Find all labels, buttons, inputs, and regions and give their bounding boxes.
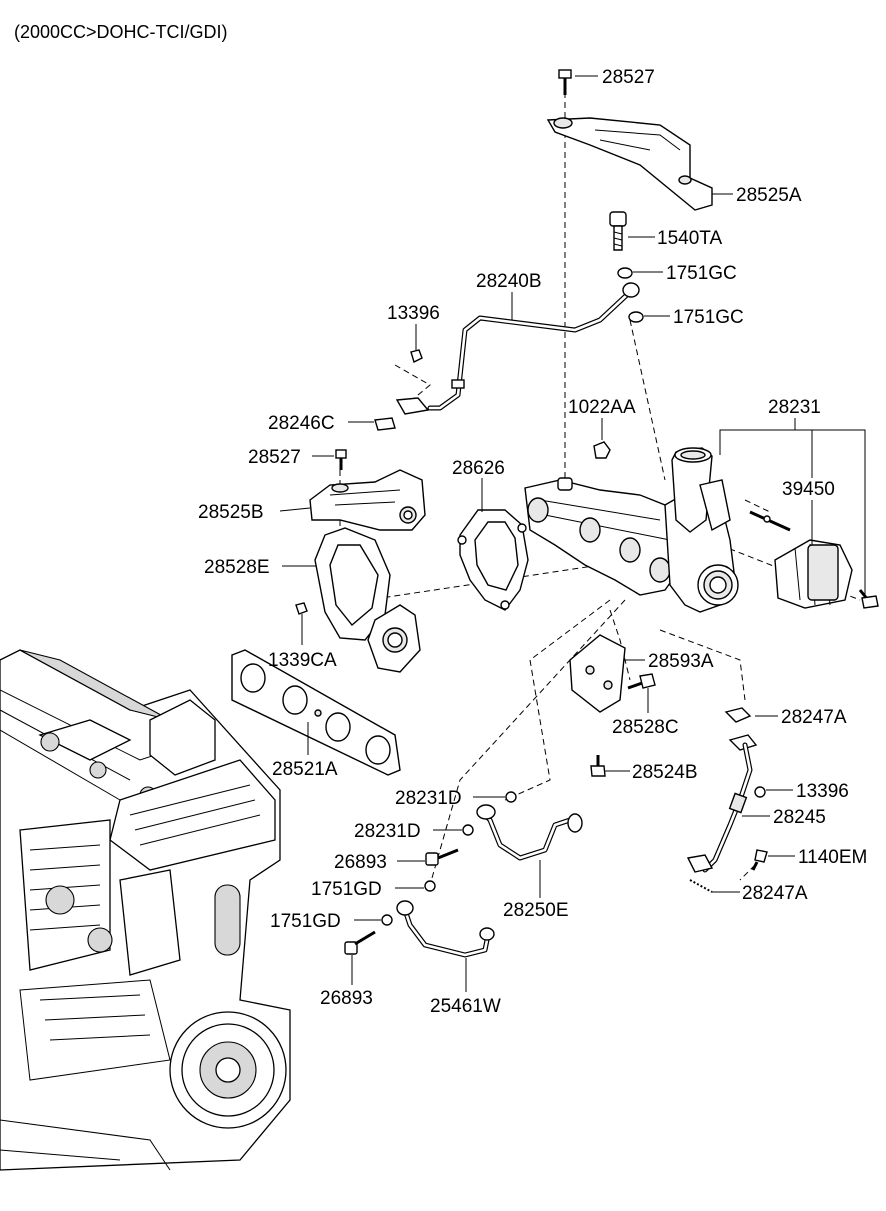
heat-shield-upper (546, 117, 713, 211)
nut-13396-lower (754, 786, 766, 798)
nut-1022AA (593, 441, 611, 459)
bolt-28527-mid (335, 449, 347, 470)
label-1339CA[interactable]: 1339CA (268, 650, 337, 671)
manifold-flange (367, 604, 421, 673)
label-1751GD-lower[interactable]: 1751GD (270, 911, 341, 932)
diagram-title: (2000CC>DOHC-TCI/GDI) (14, 22, 228, 42)
label-26893-lower[interactable]: 26893 (320, 988, 373, 1009)
label-26893-upper[interactable]: 26893 (334, 852, 387, 873)
label-28240B[interactable]: 28240B (476, 271, 542, 292)
label-28247A-upper[interactable]: 28247A (781, 707, 847, 728)
label-1140EM[interactable]: 1140EM (798, 847, 867, 868)
bolt-1140EM (751, 849, 768, 871)
manifold-gasket-28521A (231, 649, 401, 776)
nut-13396-upper (410, 349, 423, 363)
washer-28231D-upper (505, 791, 517, 803)
label-28527-top[interactable]: 28527 (602, 67, 655, 88)
leader-lines (279, 75, 866, 992)
clip-28246C (374, 417, 396, 431)
label-28521A[interactable]: 28521A (272, 759, 338, 780)
nut-1339CA (295, 602, 308, 615)
part-labels: 28527 28525A 1540TA 1751GC 1751GC 28240B… (198, 67, 867, 1017)
banjo-bolt-1540TA (609, 211, 627, 251)
water-pipe-28250E (476, 804, 583, 861)
engine-block (0, 649, 291, 1171)
label-28528E[interactable]: 28528E (204, 557, 270, 578)
washer-1751GC-lower (628, 311, 644, 323)
label-28593A[interactable]: 28593A (648, 651, 714, 672)
label-28626[interactable]: 28626 (452, 458, 505, 479)
label-28245[interactable]: 28245 (773, 807, 826, 828)
turbo-gasket-28626 (457, 509, 529, 611)
gasket-28528E (314, 527, 391, 641)
water-pipe-25461W (396, 900, 495, 958)
label-28246C[interactable]: 28246C (268, 413, 335, 434)
eye-bolt-26893-upper (425, 848, 459, 866)
heat-shield-lower (309, 469, 426, 531)
oil-feed-pipe (427, 282, 640, 411)
gasket-28247A-lower (689, 879, 713, 893)
label-28247A-lower[interactable]: 28247A (742, 883, 808, 904)
eye-bolt-26893-lower (344, 930, 376, 955)
label-28525B[interactable]: 28525B (198, 502, 264, 523)
label-1540TA[interactable]: 1540TA (657, 228, 722, 249)
label-1751GD-upper[interactable]: 1751GD (311, 879, 382, 900)
label-13396-upper[interactable]: 13396 (387, 303, 440, 324)
label-28524B[interactable]: 28524B (632, 762, 698, 783)
oil-return-pipe (686, 707, 758, 873)
label-28528C[interactable]: 28528C (612, 717, 679, 738)
wastegate-actuator (749, 510, 853, 609)
label-39450[interactable]: 39450 (782, 479, 835, 500)
bolt-28527-top (558, 69, 572, 95)
label-28525A[interactable]: 28525A (736, 185, 802, 206)
bolt-28231-actuator (858, 589, 879, 609)
label-1751GC-lower[interactable]: 1751GC (673, 307, 744, 328)
label-1751GC-upper[interactable]: 1751GC (666, 263, 737, 284)
label-28231[interactable]: 28231 (768, 397, 821, 418)
label-1022AA[interactable]: 1022AA (568, 397, 636, 418)
turbo-manifold-assembly (524, 447, 739, 613)
washer-1751GC-upper (617, 267, 633, 279)
label-13396-lower[interactable]: 13396 (796, 781, 849, 802)
label-28231D-lower[interactable]: 28231D (354, 821, 421, 842)
label-28231D-upper[interactable]: 28231D (395, 788, 462, 809)
turbo-bracket-28593A (569, 634, 626, 713)
pipe-bracket (395, 397, 430, 415)
washer-1751GD-lower (381, 914, 393, 926)
bolt-28528C (627, 673, 656, 690)
bolt-28524B (590, 755, 606, 777)
label-28527-mid[interactable]: 28527 (248, 447, 301, 468)
label-28250E[interactable]: 28250E (503, 900, 569, 921)
label-25461W[interactable]: 25461W (430, 996, 501, 1017)
washer-1751GD-upper (424, 880, 436, 892)
washer-28231D-lower (462, 824, 474, 836)
